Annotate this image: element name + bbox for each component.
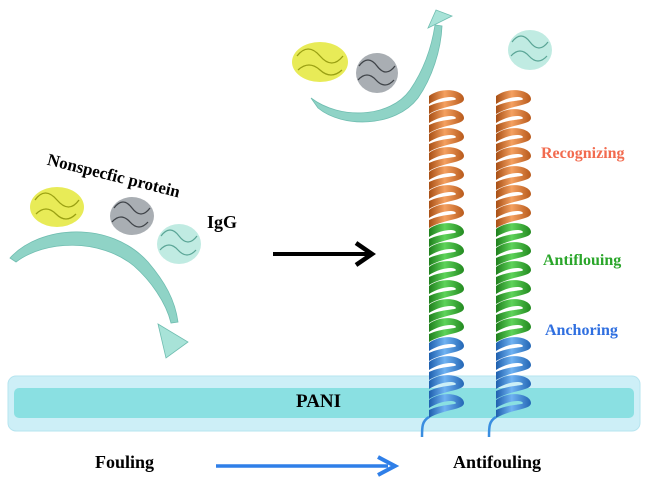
- helix-turn: [429, 318, 464, 342]
- helix-turn: [496, 166, 531, 190]
- fouling-to-antifouling-arrow: [216, 455, 400, 477]
- helix-turn: [429, 204, 464, 228]
- protein-gray-top: [356, 53, 398, 93]
- helix-turn: [429, 337, 464, 361]
- helix-turn: [429, 394, 464, 418]
- arrowhead-icon: [427, 9, 453, 29]
- helix-turn: [429, 299, 464, 323]
- helix-turn: [496, 261, 531, 285]
- helix-turn: [496, 299, 531, 323]
- helix-turn: [429, 147, 464, 171]
- helix-turn: [496, 337, 531, 361]
- pani-label: PANI: [296, 391, 342, 412]
- helix-turn: [496, 185, 531, 209]
- helix-turn: [429, 109, 464, 133]
- fouling-curved-arrow: [9, 231, 189, 359]
- helix-turn: [429, 223, 464, 247]
- protein-yellow-top: [292, 42, 348, 82]
- helix-turn: [496, 90, 531, 114]
- helix-turn: [496, 375, 531, 399]
- pani-substrate: [7, 375, 641, 432]
- recognizing-segment: [496, 90, 531, 228]
- recognizing-label: Recognizing: [541, 145, 625, 162]
- anchoring-label: Anchoring: [545, 322, 618, 339]
- helix-turn: [429, 166, 464, 190]
- helix-turn: [429, 90, 464, 114]
- antifouling-segment: [429, 223, 464, 342]
- helix-turn: [429, 375, 464, 399]
- arrowhead-icon: [157, 323, 189, 359]
- protein-igg-left: [157, 224, 201, 264]
- helix-turn: [496, 318, 531, 342]
- helix-turn: [429, 280, 464, 304]
- antifouling-label: Antifouling: [453, 452, 542, 472]
- transition-arrow: [273, 241, 376, 267]
- anchoring-segment: [496, 337, 531, 418]
- pani-inner-core: [14, 388, 634, 418]
- repel-curved-arrow: [310, 9, 453, 123]
- helix-turn: [496, 280, 531, 304]
- antifouling-segment-label: Antiflouing: [543, 252, 622, 269]
- anchoring-segment: [429, 337, 464, 418]
- fouling-label: Fouling: [95, 452, 155, 472]
- peptide-helix-2: [487, 90, 531, 438]
- helix-turn: [496, 109, 531, 133]
- helix-turn: [429, 242, 464, 266]
- anchor-tail: [487, 415, 497, 438]
- helix-turn: [496, 147, 531, 171]
- helix-turn: [496, 242, 531, 266]
- helix-turn: [496, 128, 531, 152]
- helix-turn: [496, 394, 531, 418]
- protein-gray-left: [110, 197, 154, 235]
- helix-turn: [496, 204, 531, 228]
- antifouling-segment: [496, 223, 531, 342]
- protein-yellow-left: [30, 187, 84, 227]
- recognizing-segment: [429, 90, 464, 228]
- helix-turn: [429, 185, 464, 209]
- igg-label: IgG: [207, 212, 238, 232]
- helix-turn: [429, 261, 464, 285]
- protein-igg-top: [508, 30, 552, 70]
- peptide-helix-1: [420, 90, 464, 438]
- helix-turn: [496, 223, 531, 247]
- helix-turn: [429, 128, 464, 152]
- helix-turn: [429, 356, 464, 380]
- anchor-tail: [420, 415, 430, 438]
- helix-turn: [496, 356, 531, 380]
